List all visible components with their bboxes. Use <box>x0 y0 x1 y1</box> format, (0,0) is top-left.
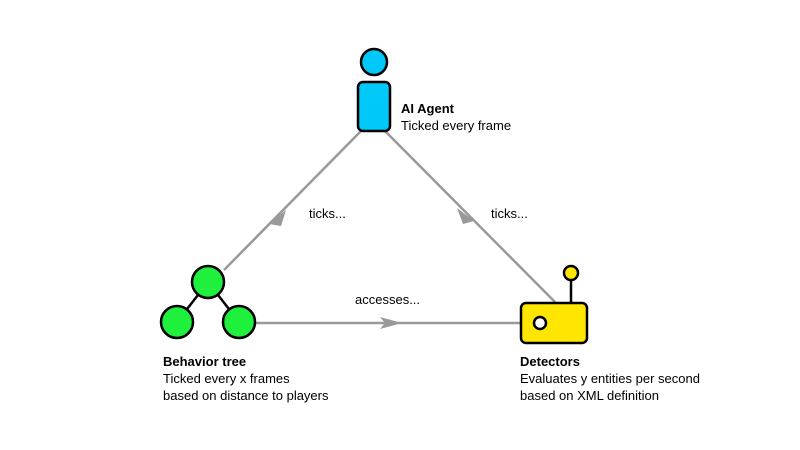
detectors-desc-line: Evaluates y entities per second <box>520 371 700 386</box>
agent-desc-line: Ticked every frame <box>401 118 512 133</box>
edge-label-agent-to-tree: ticks... <box>309 206 346 221</box>
person-icon <box>356 47 392 133</box>
behavior-tree-desc-line: Ticked every x frames <box>163 371 290 386</box>
behavior-tree-label: Behavior tree Ticked every x frames base… <box>163 353 329 404</box>
arrowhead-icon <box>269 210 286 226</box>
arrowhead-icon <box>457 208 474 224</box>
behavior-tree-desc-line: based on distance to players <box>163 388 329 403</box>
detectors-desc-line: based on XML definition <box>520 388 660 403</box>
edge-tree-to-detectors <box>256 317 522 329</box>
edge-label-agent-to-detectors: ticks... <box>491 206 528 221</box>
radio-device-icon <box>519 264 589 345</box>
edge-label-tree-to-detectors: accesses... <box>355 292 421 307</box>
arrowhead-icon <box>380 317 402 329</box>
tree-icon <box>159 264 257 340</box>
agent-label: AI Agent Ticked every frame <box>401 100 511 134</box>
agent-title: AI Agent <box>401 101 454 116</box>
edge-agent-to-detectors <box>384 130 556 303</box>
edge-agent-to-tree <box>223 130 362 271</box>
detectors-label: Detectors Evaluates y entities per secon… <box>520 353 700 404</box>
behavior-tree-title: Behavior tree <box>163 354 247 369</box>
detectors-title: Detectors <box>520 354 580 369</box>
